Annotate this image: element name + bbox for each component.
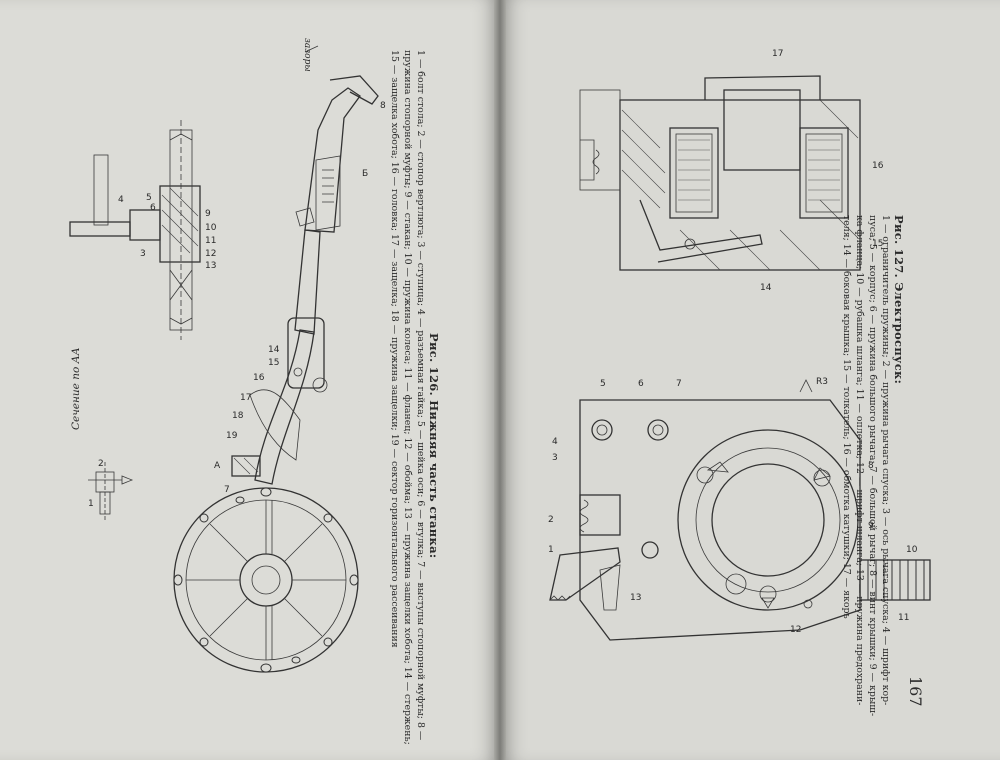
fig126-caption-block: Рис. 126. Нижняя часть станка: 1 — болт … — [388, 50, 441, 745]
figure-127-drawing: 1 2 3 4 5 6 7 8 9 10 11 12 13 14 15 16 1… — [548, 49, 931, 641]
page-number: 167 — [906, 676, 925, 707]
fig126-label: 15 — [268, 358, 279, 368]
fig127-legend-line: ка фланца; 10 — рубашка шланга; 11 — опл… — [854, 215, 865, 706]
fig127-label: 5 — [600, 379, 606, 389]
fig126-label: 4 — [118, 195, 124, 205]
fig126-label: А — [214, 461, 221, 471]
fig127-label: 11 — [898, 613, 909, 623]
fig126-legend-line: 15 — защелка хобота; 16 — головка; 17 — … — [389, 50, 400, 648]
fig127-label: 8 — [868, 461, 874, 471]
fig127-label: 16 — [872, 161, 884, 171]
fig126-label: 9 — [205, 209, 211, 219]
wheel-drawing — [173, 487, 359, 673]
fig126-label: 13 — [205, 261, 216, 271]
fig127-label: 7 — [676, 379, 682, 389]
fig127-label: 12 — [790, 625, 801, 635]
fig126-label: 7 — [224, 485, 230, 495]
fig127-legend-line: 1 — ограничитель пружины; 2 — пружина ры… — [880, 215, 891, 706]
trail-arm-drawing — [231, 45, 379, 485]
electromagnet-section — [579, 75, 861, 271]
book-gutter — [494, 0, 506, 760]
fig127-label: 14 — [760, 283, 772, 293]
fig126-label: 16 — [253, 373, 265, 383]
fig126-label: 6 — [150, 203, 156, 213]
fig127-caption: Рис. 127. Электроспуск: — [892, 215, 906, 385]
fig126-label: Б — [362, 169, 368, 179]
figure-126-drawing: 4 3 5 6 9 10 11 12 13 14 15 16 17 18 19 … — [69, 45, 386, 673]
section-label: 2 — [98, 459, 104, 469]
fig126-label: 5 — [146, 193, 152, 203]
fig126-label: 10 — [205, 223, 217, 233]
fig126-label: 19 — [226, 431, 238, 441]
fig126-legend-line: пружина стопорной муфты; 9 — стакан; 10 … — [402, 50, 413, 745]
fig127-label: 3 — [552, 453, 558, 463]
fig127-label: 6 — [638, 379, 644, 389]
fig127-label: 17 — [772, 49, 783, 59]
section-aa-detail — [88, 462, 134, 520]
hub-assembly — [69, 120, 201, 340]
fig126-label: 18 — [232, 411, 244, 421]
fig126-label: 8 — [380, 101, 386, 111]
fig127-label: 4 — [552, 437, 558, 447]
fig126-legend-line: 1 — болт стола; 2 — стопор вертлюга; 3 —… — [415, 50, 426, 741]
fig127-label: 13 — [630, 593, 641, 603]
fig127-caption-block: Рис. 127. Электроспуск: 1 — ограничитель… — [840, 215, 906, 717]
fig126-caption: Рис. 126. Нижняя часть станка: — [427, 333, 441, 559]
fig126-label: 11 — [205, 236, 216, 246]
left-page — [0, 0, 500, 760]
release-mechanism — [549, 379, 931, 641]
fig127-label: 10 — [906, 545, 918, 555]
fig127-legend-line: теля; 14 — боковая крышка; 15 — толкател… — [841, 215, 852, 619]
fig126-part-labels: 4 3 5 6 9 10 11 12 13 14 15 16 17 18 19 … — [88, 101, 386, 509]
right-page — [500, 0, 1000, 760]
fig127-label: 9 — [868, 521, 874, 531]
fig127-label: 15 — [872, 239, 883, 249]
fig127-legend-line: пуса; 5 — корпус; 6 — пружина большого р… — [867, 215, 878, 717]
section-aa-label: Сечение по АА — [70, 347, 82, 430]
section-label: 1 — [88, 499, 94, 509]
fig126-label: 3 — [140, 249, 146, 259]
fig126-label: 12 — [205, 249, 216, 259]
fig127-part-labels: 1 2 3 4 5 6 7 8 9 10 11 12 13 14 15 16 1… — [548, 49, 918, 635]
gap-label: зазоры — [302, 38, 312, 72]
fig127-label: 1 — [548, 545, 554, 555]
fig126-label: 17 — [240, 393, 251, 403]
fig127-label: R3 — [816, 377, 828, 387]
fig127-label: 2 — [548, 515, 554, 525]
fig126-label: 14 — [268, 345, 280, 355]
